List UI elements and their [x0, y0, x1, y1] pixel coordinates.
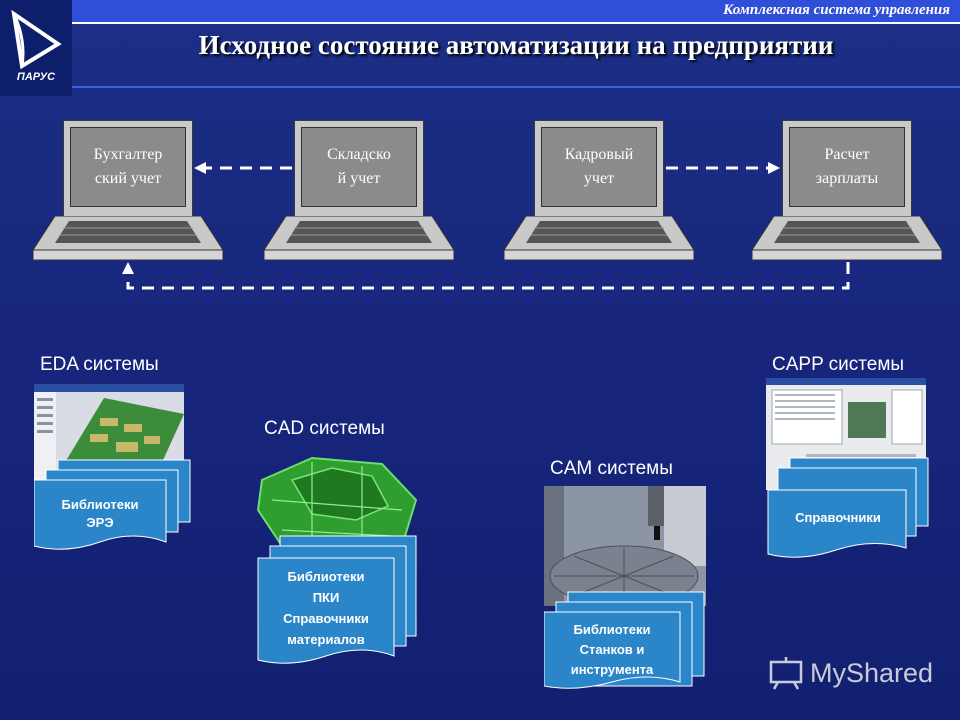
top-bar: Комплексная система управления — [72, 0, 960, 24]
cad-model: Библиотеки ПКИ Справочники материалов — [256, 456, 418, 664]
watermark-text: MyShared — [810, 657, 934, 688]
cam-doc-line1: Библиотеки — [573, 622, 650, 637]
keyboard-icon — [504, 216, 694, 261]
brand-label: Комплексная система управления — [723, 2, 950, 18]
capp-doc-line1: Справочники — [795, 510, 881, 525]
eda-doc-line2: ЭРЭ — [86, 515, 113, 530]
presentation-icon — [769, 657, 803, 690]
page-title: Исходное состояние автоматизации на пред… — [198, 30, 834, 60]
sail-logo-icon: ПАРУС — [11, 9, 62, 83]
eda-label: EDA системы — [40, 354, 159, 375]
cad-doc-line4: материалов — [287, 632, 364, 647]
watermark: MyShared — [768, 656, 933, 690]
keyboard-icon — [752, 216, 942, 261]
eda-doc-line1: Библиотеки — [61, 497, 138, 512]
capp-label: CAPP системы — [772, 354, 905, 375]
eda-screenshot: Библиотеки ЭРЭ — [34, 384, 191, 550]
connector-arrows — [122, 162, 850, 290]
capp-screenshot: Справочники — [766, 378, 929, 558]
logo-text: ПАРУС — [17, 71, 56, 83]
arrow-payroll-to-accounting — [126, 262, 850, 290]
cam-doc-line2: Станков и — [580, 642, 645, 657]
cad-doc-line2: ПКИ — [313, 590, 340, 605]
cad-label: CAD системы — [264, 418, 385, 439]
cam-doc-line3: инструмента — [571, 662, 654, 677]
cam-label: CAM системы — [550, 458, 673, 479]
keyboard-icon — [264, 216, 454, 261]
title-divider — [72, 86, 960, 88]
cam-scene: Библиотеки Станков и инструмента — [544, 486, 706, 689]
cad-doc-line1: Библиотеки — [287, 569, 364, 584]
keyboard-icon — [33, 216, 223, 261]
cad-doc-line3: Справочники — [283, 611, 369, 626]
logo: ПАРУС — [0, 0, 72, 96]
